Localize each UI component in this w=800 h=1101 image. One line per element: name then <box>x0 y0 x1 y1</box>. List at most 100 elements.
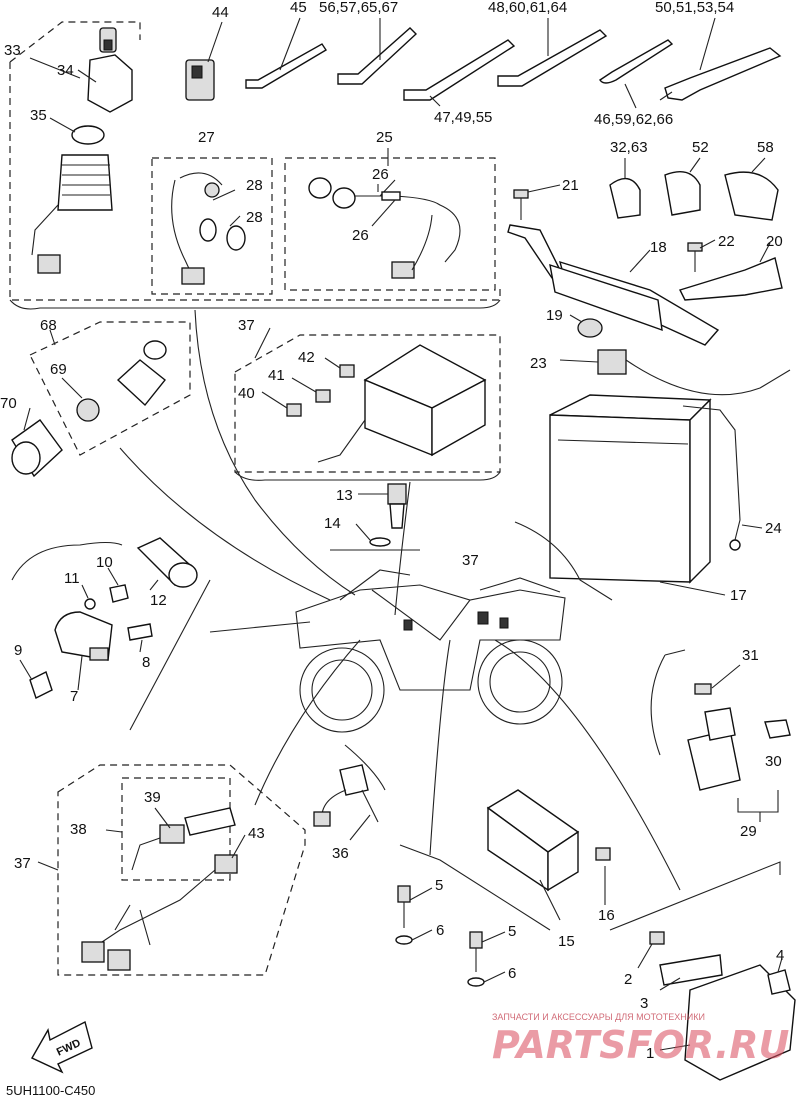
callout-18: 18 <box>650 239 667 256</box>
leader-long-8 <box>429 639 451 856</box>
fwd-arrow-icon: FWD <box>31 1020 93 1074</box>
callout-30: 30 <box>765 753 782 770</box>
cdi-unit <box>649 931 796 1081</box>
callout-52: 52 <box>692 139 709 156</box>
callout-5-b: 5 <box>508 923 516 940</box>
leaders-battery <box>559 359 763 596</box>
callout-41: 41 <box>268 367 285 384</box>
leaders-bottom-left <box>37 807 246 871</box>
callout-37-c: 37 <box>14 855 31 872</box>
callout-17: 17 <box>730 587 747 604</box>
leader-long-7 <box>254 639 361 806</box>
callout-37-a: 37 <box>238 317 255 334</box>
callout-42: 42 <box>298 349 315 366</box>
clamps-group <box>609 171 779 221</box>
callout-11: 11 <box>64 570 80 587</box>
wire-harness-25 <box>308 177 461 279</box>
callout-45: 45 <box>290 0 307 16</box>
callout-29: 29 <box>740 823 757 840</box>
callout-33: 33 <box>4 42 21 59</box>
group-boundary-top <box>9 21 501 301</box>
callout-3: 3 <box>640 995 648 1012</box>
group-boundary-25 <box>284 157 496 291</box>
callout-50-51-53-54: 50,51,53,54 <box>655 0 734 16</box>
leaders-13-14 <box>355 493 388 541</box>
callout-58: 58 <box>757 139 774 156</box>
callout-4: 4 <box>776 947 784 964</box>
leaders-relay <box>711 664 779 822</box>
leader-long-4 <box>514 521 613 601</box>
callout-12: 12 <box>150 592 167 609</box>
group-bracket-fusebox <box>234 471 501 481</box>
callout-21: 21 <box>562 177 579 194</box>
leader-long-6 <box>494 639 681 891</box>
callout-56-57-65-67: 56,57,65,67 <box>319 0 398 16</box>
leaders-cdi <box>637 943 783 1051</box>
callout-40: 40 <box>238 385 255 402</box>
callout-31: 31 <box>742 647 759 664</box>
callout-7: 7 <box>70 688 78 705</box>
callout-26-a: 26 <box>372 166 389 183</box>
group-boundary-fusebox <box>234 334 501 473</box>
callout-34: 34 <box>57 62 74 79</box>
leader-long-2 <box>119 447 331 601</box>
callout-39: 39 <box>144 789 161 806</box>
leader-34 <box>77 69 97 83</box>
group-boundary-38 <box>121 777 231 881</box>
main-switch-assembly <box>31 27 133 274</box>
callout-47-49-55: 47,49,55 <box>434 109 492 126</box>
callout-70: 70 <box>0 395 17 412</box>
sensor-13 <box>369 483 407 547</box>
leader-36 <box>349 814 371 841</box>
leaders-5-6 <box>409 887 506 983</box>
callout-13: 13 <box>336 487 353 504</box>
wire-harness-27 <box>171 172 246 285</box>
bracket-cdi <box>609 861 781 931</box>
callout-37-b: 37 <box>462 552 479 569</box>
callout-9: 9 <box>14 642 22 659</box>
callout-6-b: 6 <box>508 965 516 982</box>
leaders-fuses <box>254 327 341 409</box>
accessory-socket <box>11 340 167 478</box>
callout-8: 8 <box>142 654 150 671</box>
battery-bracket <box>507 189 783 346</box>
leader-26b <box>371 199 396 227</box>
callout-43: 43 <box>248 825 265 842</box>
callout-27: 27 <box>198 129 215 146</box>
bracket-36 <box>344 744 386 791</box>
leaders-68 <box>23 329 83 431</box>
leaders-coil <box>19 567 159 691</box>
switch-36 <box>313 764 379 827</box>
callout-69: 69 <box>50 361 67 378</box>
bracket-29 <box>664 649 686 656</box>
group-bracket-top <box>9 299 501 310</box>
callout-44: 44 <box>212 4 229 21</box>
leaders-bracket <box>527 184 771 323</box>
leaders-15-16 <box>539 866 606 921</box>
bottom-harness <box>81 807 238 971</box>
callout-19: 19 <box>546 307 563 324</box>
group-bracket-coil <box>129 579 211 731</box>
callout-38: 38 <box>70 821 87 838</box>
watermark-tagline: ЗАПЧАСТИ И АКСЕССУАРЫ ДЛЯ МОТОТЕХНИКИ <box>492 1012 705 1022</box>
callout-46-59-62-66: 46,59,62,66 <box>594 111 673 128</box>
callout-28-a: 28 <box>246 177 263 194</box>
leader-35 <box>49 117 76 133</box>
leader-long-5 <box>209 621 311 633</box>
rectifier-15 <box>486 789 611 892</box>
fuse-box <box>286 344 487 463</box>
starter-relay <box>687 683 791 791</box>
callout-20: 20 <box>766 233 783 250</box>
callout-23: 23 <box>530 355 547 372</box>
leader-25-26 <box>377 148 389 192</box>
callout-26-b: 26 <box>352 227 369 244</box>
bracket-15 <box>399 844 551 931</box>
callout-15: 15 <box>558 933 575 950</box>
callout-10: 10 <box>96 554 113 571</box>
group-boundary-68 <box>29 321 191 456</box>
callout-1: 1 <box>646 1045 654 1062</box>
bolts-5-6 <box>395 885 485 987</box>
callout-25: 25 <box>376 129 393 146</box>
leader-37-center <box>371 589 471 641</box>
